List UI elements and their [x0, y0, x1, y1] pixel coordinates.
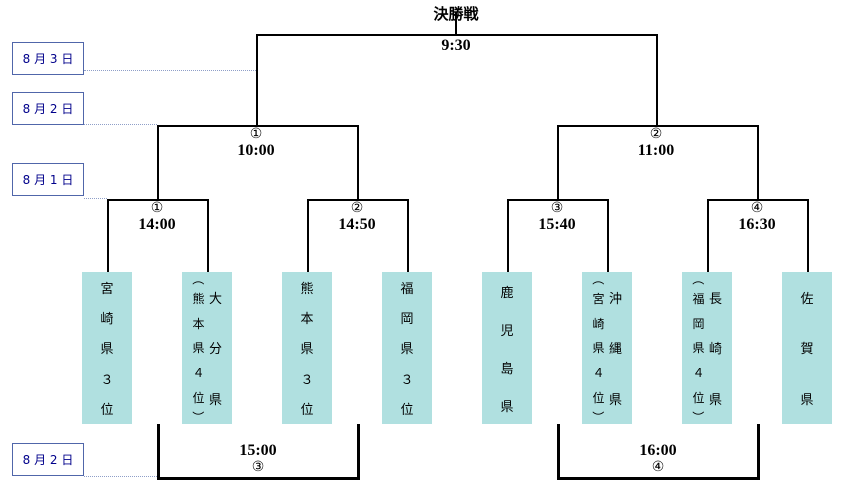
bracket-line [157, 125, 159, 201]
bracket-line [557, 125, 759, 127]
bracket-line [107, 199, 109, 273]
bracket-line [507, 199, 509, 273]
date-box-aug1: 8 月 1 日 [12, 163, 84, 196]
consolation-4-label: 16:00 ④ [639, 442, 676, 475]
consolation-3-label: 15:00 ③ [239, 442, 276, 475]
match-time: 11:00 [637, 142, 675, 160]
team-name: 佐賀県 [800, 291, 814, 409]
bracket-line [157, 424, 160, 480]
bracket-line [357, 125, 359, 201]
match-number: ④ [651, 459, 665, 475]
bracket-line [557, 424, 560, 480]
quarterfinal-4-label: ④ 16:30 [738, 201, 775, 234]
bracket-line [707, 199, 809, 201]
match-time: 15:00 [239, 442, 277, 459]
match-number: ① [249, 127, 263, 142]
bracket-line [107, 199, 209, 201]
bracket-line [656, 34, 658, 127]
match-time: 14:00 [138, 216, 176, 234]
bracket-line [557, 477, 760, 480]
date-box-aug2-bottom: 8 月 2 日 [12, 443, 84, 476]
semifinal-2-label: ② 11:00 [638, 127, 674, 160]
match-number: ④ [750, 201, 764, 216]
quarterfinal-3-label: ③ 15:40 [538, 201, 575, 234]
match-time: 16:30 [738, 216, 776, 234]
match-number: ② [649, 127, 663, 142]
team-box-kagoshima: 鹿児島県 [482, 272, 532, 424]
bracket-line [807, 199, 809, 273]
bracket-line [307, 199, 409, 201]
match-number: ③ [550, 201, 564, 216]
bracket-line [357, 424, 360, 480]
team-name: 沖縄県 [608, 291, 622, 409]
bracket-line [157, 125, 359, 127]
bracket-line [557, 125, 559, 201]
dotted-guide-aug1 [84, 198, 107, 199]
quarterfinal-1-label: ① 14:00 [138, 201, 175, 234]
dotted-guide-aug2 [84, 124, 157, 125]
team-name: 長崎県 [708, 291, 722, 409]
semifinal-1-label: ① 10:00 [237, 127, 274, 160]
bracket-line [157, 477, 360, 480]
bracket-line [307, 199, 309, 273]
match-time: 16:00 [639, 442, 677, 459]
bracket-line [256, 34, 658, 36]
team-name: 大分県 [208, 291, 222, 409]
match-number: ② [350, 201, 364, 216]
bracket-line [757, 125, 759, 201]
bracket-line [707, 199, 709, 273]
final-time: 9:30 [441, 37, 471, 54]
bracket-line [757, 424, 760, 480]
match-time: 15:40 [538, 216, 576, 234]
bracket-line [507, 199, 609, 201]
match-time: 14:50 [338, 216, 376, 234]
bracket-line [407, 199, 409, 273]
bracket-line [256, 34, 258, 127]
dotted-guide-aug2-bottom [84, 476, 157, 477]
bracket-line [607, 199, 609, 273]
match-time: 10:00 [237, 142, 275, 160]
quarterfinal-2-label: ② 14:50 [338, 201, 375, 234]
date-box-aug2-top: 8 月 2 日 [12, 92, 84, 125]
match-number: ① [150, 201, 164, 216]
team-name: 鹿児島県 [500, 285, 514, 415]
date-box-aug3: 8 月 3 日 [12, 42, 84, 75]
match-number: ③ [251, 459, 265, 475]
bracket-line [207, 199, 209, 273]
dotted-guide-aug3 [84, 70, 256, 71]
team-box-saga: 佐賀県 [782, 272, 832, 424]
bracket-line [455, 12, 457, 35]
